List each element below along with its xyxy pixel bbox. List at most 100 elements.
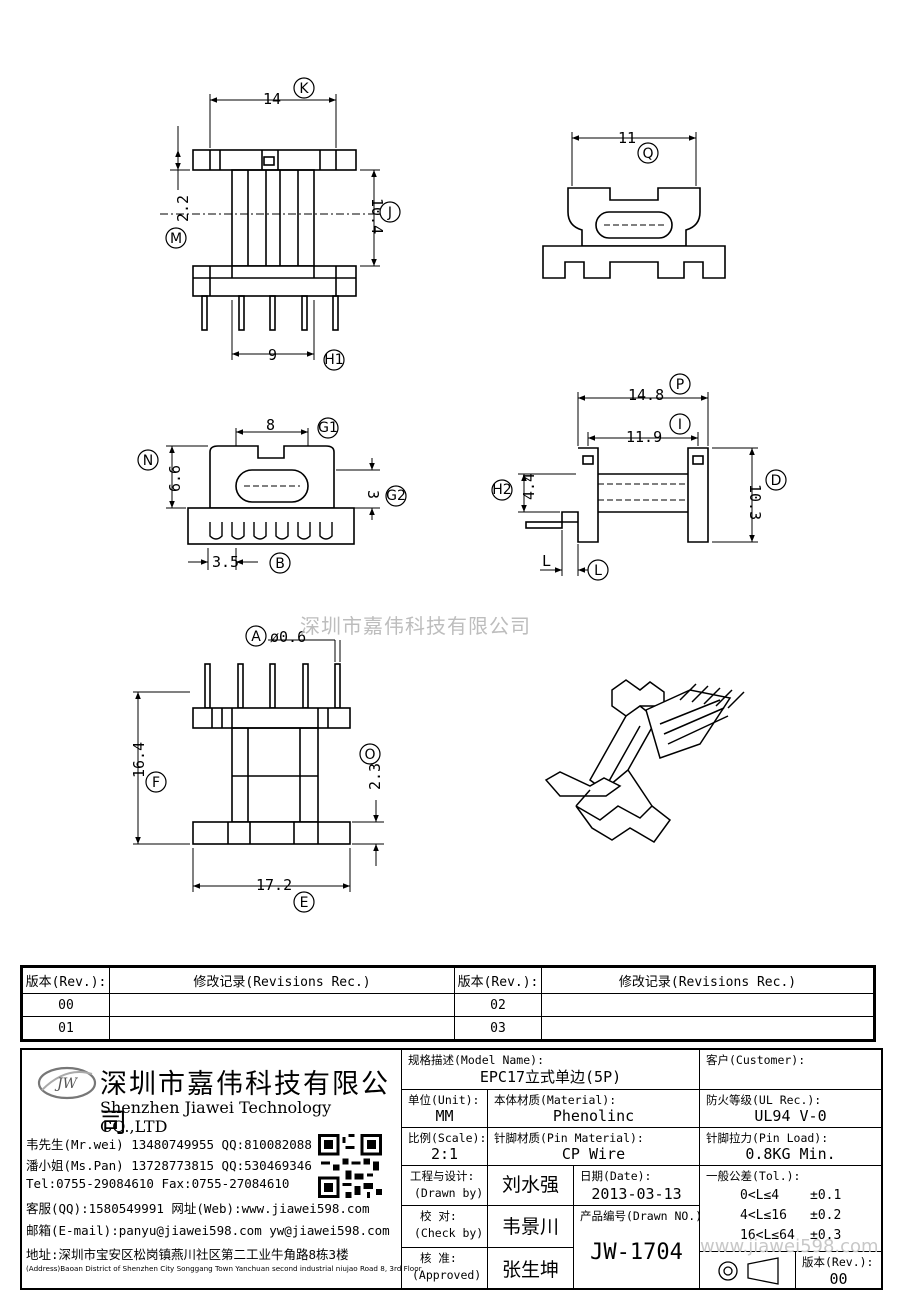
pin-material-cell: 针脚材质(Pin Material): CP Wire bbox=[488, 1128, 700, 1166]
qr-code bbox=[318, 1134, 382, 1198]
rev-cell: 01 bbox=[22, 1016, 110, 1040]
pin-material-caption: 针脚材质(Pin Material): bbox=[494, 1131, 644, 1145]
drawno-caption: 产品编号(Drawn NO.): bbox=[580, 1209, 700, 1223]
rev-cell: 02 bbox=[454, 993, 542, 1017]
title-block: JW 深圳市嘉伟科技有限公司 Shenzhen Jiawei Technolog… bbox=[20, 1048, 883, 1290]
front-view bbox=[160, 94, 380, 360]
dim-m-value: 2.2 bbox=[174, 195, 192, 222]
dim-p-value: 14.8 bbox=[628, 386, 664, 404]
version-value: 00 bbox=[829, 1270, 848, 1288]
rec-cell bbox=[541, 1016, 874, 1040]
tol-value: ±0.1 bbox=[810, 1188, 842, 1203]
table-row: 00 02 bbox=[22, 993, 874, 1017]
address-en: (Address)Baoan District of Shenzhen City… bbox=[26, 1264, 422, 1273]
date-value: 2013-03-13 bbox=[591, 1185, 682, 1203]
company-name-en: Shenzhen Jiawei Technology CO.,LTD bbox=[100, 1098, 332, 1136]
dim-k-value: 14 bbox=[263, 90, 281, 108]
dim-h1-value: 9 bbox=[268, 346, 277, 364]
rec-header: 修改记录(Revisions Rec.) bbox=[541, 967, 874, 994]
rec-cell bbox=[109, 1016, 455, 1040]
pin-material-value: CP Wire bbox=[561, 1145, 626, 1163]
revision-table: 版本(Rev.): 修改记录(Revisions Rec.) 版本(Rev.):… bbox=[20, 965, 876, 1042]
unit-caption: 单位(Unit): bbox=[408, 1093, 480, 1107]
pin-load-cell: 针脚拉力(Pin Load): 0.8KG Min. bbox=[700, 1128, 881, 1166]
tolerance-caption: 一般公差(Tol.): bbox=[706, 1169, 801, 1183]
dim-e-label: E bbox=[300, 895, 309, 911]
dim-b-value: 3.5 bbox=[212, 553, 239, 571]
dim-p-label: P bbox=[676, 377, 684, 393]
dim-k-label: K bbox=[299, 81, 309, 97]
contact-email: 邮箱(E-mail):panyu@jiawei598.com yw@jiawei… bbox=[26, 1223, 390, 1238]
info-grid: 规格描述(Model Name): EPC17立式单边(5P) 客户(Custo… bbox=[402, 1050, 881, 1290]
watermark-url: www.jiawei598.com bbox=[700, 1236, 879, 1257]
dim-q-value: 11 bbox=[618, 129, 636, 147]
contact-tel: Tel:0755-29084610 Fax:0755-27084610 bbox=[26, 1176, 290, 1191]
tol-value: ±0.2 bbox=[810, 1208, 842, 1223]
company-name-cn: 深圳市嘉伟科技有限公司 bbox=[100, 1069, 390, 1139]
approved-caption-en: (Approved) bbox=[412, 1268, 482, 1282]
dim-h2-label: H2 bbox=[492, 482, 511, 498]
date-caption: 日期(Date): bbox=[580, 1169, 652, 1183]
approved-caption: 核 准: bbox=[420, 1251, 457, 1265]
dim-h2-value: 4.4 bbox=[520, 473, 538, 500]
dim-j-label: J bbox=[387, 205, 392, 221]
dim-i-label: I bbox=[678, 417, 682, 433]
ul-caption: 防火等级(UL Rec.): bbox=[706, 1093, 822, 1107]
approved-by-name: 张生坤 bbox=[501, 1259, 559, 1281]
unit-cell: 单位(Unit): MM bbox=[402, 1090, 488, 1128]
dim-m-label: M bbox=[170, 231, 182, 247]
dim-n-value: 6.6 bbox=[166, 465, 184, 492]
scale-value: 2:1 bbox=[430, 1145, 459, 1163]
dim-f-value: 16.4 bbox=[130, 742, 148, 778]
version-caption: 版本(Rev.): bbox=[802, 1255, 874, 1269]
ul-cell: 防火等级(UL Rec.): UL94 V-0 bbox=[700, 1090, 881, 1128]
check-by-name: 韦景川 bbox=[501, 1216, 559, 1238]
drawing-number: JW-1704 bbox=[590, 1240, 683, 1265]
pin-load-value: 0.8KG Min. bbox=[745, 1145, 836, 1163]
dim-n-label: N bbox=[143, 453, 153, 469]
customer-caption: 客户(Customer): bbox=[706, 1053, 806, 1067]
dim-g1-label: G1 bbox=[318, 420, 338, 436]
logo-text: JW bbox=[54, 1076, 79, 1092]
drawn-by-cell: 工程与设计: (Drawn by) bbox=[402, 1166, 488, 1206]
material-caption: 本体材质(Material): bbox=[494, 1093, 617, 1107]
contact-web: 客服(QQ):1580549991 网址(Web):www.jiawei598.… bbox=[26, 1201, 370, 1216]
dim-g2-value: 3 bbox=[364, 490, 382, 499]
dim-l-value: L bbox=[542, 552, 551, 570]
rev-header: 版本(Rev.): bbox=[454, 967, 542, 994]
pin-load-caption: 针脚拉力(Pin Load): bbox=[706, 1131, 829, 1145]
rev-cell: 00 bbox=[22, 993, 110, 1017]
watermark: 深圳市嘉伟科技有限公司 bbox=[300, 614, 531, 638]
drawn-caption-en: (Drawn by) bbox=[414, 1186, 484, 1200]
tol-value: ±0.3 bbox=[810, 1228, 842, 1243]
dim-d-label: D bbox=[771, 473, 782, 489]
version-cell: 版本(Rev.): 00 bbox=[796, 1252, 881, 1290]
side-view bbox=[542, 132, 726, 279]
drawn-by-name: 刘水强 bbox=[501, 1174, 559, 1196]
technical-drawing: 14 K 10.4 J 2.2 M 9 H1 11 Q 8 G1 N 6.6 3… bbox=[130, 77, 787, 913]
ul-value: UL94 V-0 bbox=[754, 1107, 827, 1125]
dim-a-value: ø0.6 bbox=[270, 628, 306, 646]
scale-caption: 比例(Scale): bbox=[408, 1131, 487, 1145]
dim-i-value: 11.9 bbox=[626, 428, 662, 446]
model-caption: 规格描述(Model Name): bbox=[408, 1053, 545, 1067]
dim-g1-value: 8 bbox=[266, 416, 275, 434]
dim-g2-label: G2 bbox=[386, 488, 406, 504]
customer-cell: 客户(Customer): bbox=[700, 1050, 881, 1090]
model-cell: 规格描述(Model Name): EPC17立式单边(5P) bbox=[402, 1050, 700, 1090]
scale-cell: 比例(Scale): 2:1 bbox=[402, 1128, 488, 1166]
check-caption-en: (Check by) bbox=[414, 1226, 484, 1240]
unit-value: MM bbox=[435, 1107, 454, 1125]
rec-header: 修改记录(Revisions Rec.) bbox=[109, 967, 455, 994]
approved-by-name-cell: 张生坤 bbox=[488, 1248, 574, 1290]
tol-range: 16<L≤64 bbox=[740, 1228, 795, 1243]
dim-o-label: O bbox=[364, 747, 375, 763]
tol-range: 0<L≤4 bbox=[740, 1188, 780, 1203]
dim-b-label: B bbox=[275, 556, 285, 572]
approved-by-cell: 核 准: (Approved) bbox=[402, 1248, 488, 1290]
isometric-view bbox=[544, 679, 745, 843]
section-view bbox=[518, 392, 758, 576]
contact-wei: 韦先生(Mr.wei) 13480749955 QQ:810082088 bbox=[26, 1137, 312, 1152]
dim-f-label: F bbox=[152, 775, 160, 791]
dim-h1-label: H1 bbox=[324, 352, 343, 368]
